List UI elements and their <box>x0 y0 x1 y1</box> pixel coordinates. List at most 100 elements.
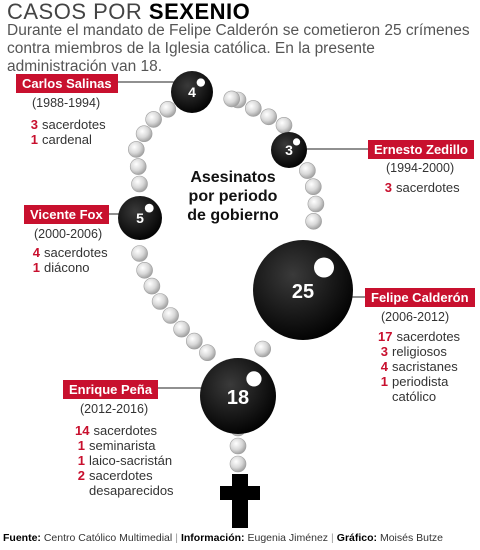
rosary-bead <box>135 125 153 142</box>
president-period: (2012-2016) <box>80 402 149 416</box>
rosary-bead <box>143 277 161 295</box>
victim-label: cardenal <box>42 132 92 147</box>
victim-label: sacristanes <box>392 359 458 374</box>
credits-footer: Fuente: Centro Católico Multimedial|Info… <box>3 532 443 544</box>
victim-count: 3 <box>30 117 38 132</box>
victim-label: sacerdotes <box>396 329 461 344</box>
rosary-bead <box>260 108 278 126</box>
bead-highlight <box>292 138 301 146</box>
period-total: 5 <box>136 210 144 226</box>
title-part-2: SEXENIO <box>148 0 251 24</box>
rosary-beads <box>128 90 325 473</box>
victim-label: laico-sacristán <box>89 453 173 468</box>
rosary-bead <box>129 158 147 175</box>
page-subtitle: Durante el mandato de Felipe Calderón se… <box>7 22 470 75</box>
victim-count: 17 <box>378 329 393 344</box>
victim-item: 4 sacristanes <box>378 359 460 374</box>
rosary-bead <box>304 178 322 195</box>
victim-item: 3 religiosos <box>378 344 460 359</box>
victim-item: 1 diácono <box>30 260 108 275</box>
victim-label: sacerdotes desaparecidos <box>89 468 174 498</box>
victim-label: sacerdotes <box>93 423 158 438</box>
victim-count: 1 <box>30 132 38 147</box>
president-name: Enrique Peña <box>63 380 159 399</box>
period-total: 25 <box>292 281 314 303</box>
chart-title: Asesinatos por periodo de gobierno <box>187 169 279 224</box>
victim-count: 14 <box>75 423 90 438</box>
president-name: Vicente Fox <box>24 205 109 224</box>
rosary-bead <box>275 117 293 134</box>
cross-icon <box>220 474 260 528</box>
president-name: Ernesto Zedillo <box>368 140 474 159</box>
victim-item: 1 seminarista <box>75 438 174 453</box>
rosary-bead <box>128 141 145 158</box>
rosary-bead <box>199 344 216 362</box>
victim-count: 3 <box>380 344 388 359</box>
victim-label: sacerdotes <box>396 180 460 195</box>
victim-list: 3 sacerdotes <box>382 180 460 195</box>
victim-count: 1 <box>77 438 85 453</box>
president-period: (1988-1994) <box>32 96 101 110</box>
bead-highlight <box>246 371 262 387</box>
info-label: Información: <box>180 532 245 544</box>
victim-count: 1 <box>32 260 40 275</box>
period-total: 3 <box>285 142 293 158</box>
victim-label: religiosos <box>392 344 447 359</box>
rosary-bead <box>229 437 247 455</box>
title-part-1: CASOS POR <box>7 0 149 24</box>
rosary-bead <box>136 261 153 279</box>
victim-count: 3 <box>384 180 392 195</box>
rosary-bead <box>229 455 247 473</box>
victim-count: 4 <box>32 245 40 260</box>
rosary-bead <box>305 213 322 230</box>
victim-count: 4 <box>380 359 388 374</box>
bead-highlight <box>144 203 154 213</box>
separator: | <box>331 532 334 544</box>
victim-item: 3 sacerdotes <box>382 180 460 195</box>
president-period: (1994-2000) <box>386 161 455 175</box>
rosary-bead <box>245 100 262 117</box>
victim-count: 1 <box>77 453 85 468</box>
president-name: Felipe Calderón <box>365 288 475 307</box>
victim-item: 2 sacerdotes desaparecidos <box>75 468 174 498</box>
rosary-bead <box>186 332 203 350</box>
victim-label: diácono <box>44 260 90 275</box>
victim-item: 1 periodista católico <box>378 374 460 404</box>
source-text: Centro Católico Multimedial <box>43 532 173 544</box>
rosary-bead <box>151 293 169 310</box>
president-name: Carlos Salinas <box>16 74 118 93</box>
victim-label: seminarista <box>89 438 156 453</box>
rosary-bead <box>254 340 272 358</box>
victim-item: 1 laico-sacristán <box>75 453 174 468</box>
period-total: 18 <box>227 387 249 409</box>
victim-count: 1 <box>380 374 388 389</box>
president-period: (2006-2012) <box>381 310 450 324</box>
page-title: CASOS POR SEXENIO <box>7 0 250 24</box>
rosary-bead <box>173 320 190 338</box>
rosary-bead <box>131 175 148 193</box>
separator: | <box>175 532 178 544</box>
rosary-bead <box>223 90 240 108</box>
graphic-label: Gráfico: <box>336 532 378 544</box>
victim-label: periodista católico <box>392 374 449 404</box>
victim-item: 1 cardenal <box>28 132 106 147</box>
source-label: Fuente: <box>3 532 41 544</box>
president-period: (2000-2006) <box>34 227 103 241</box>
rosary-bead <box>162 307 179 324</box>
victim-count: 2 <box>77 468 85 483</box>
period-beads: 4 3 5 25 18 <box>118 71 353 434</box>
rosary-bead <box>299 162 316 179</box>
period-total: 4 <box>188 84 196 100</box>
bead-highlight <box>314 257 334 278</box>
info-text: Eugenia Jiménez <box>247 532 329 544</box>
rosary-bead <box>159 101 177 118</box>
